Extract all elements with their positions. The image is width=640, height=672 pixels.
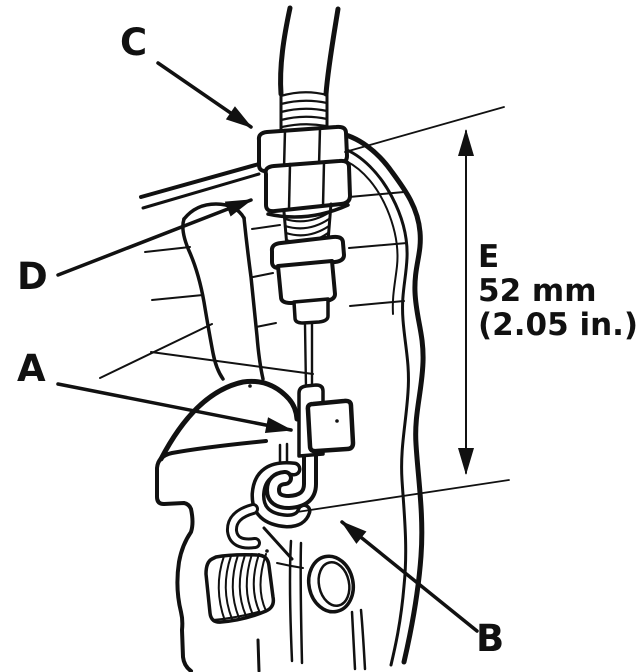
transmission-housing-lines [99, 191, 408, 379]
adjusting-nut [263, 158, 352, 214]
cable-end-block [305, 398, 356, 454]
housing-flange [288, 539, 367, 671]
dimension-extension-top [344, 106, 505, 153]
clutch-cable [278, 5, 341, 131]
leader-arrow-d [56, 198, 253, 277]
cable-adjuster [256, 124, 352, 325]
leader-arrows [56, 61, 479, 633]
cable-mounting-bracket [139, 130, 426, 667]
dimension-e [296, 106, 510, 513]
dimension-extension-bottom [296, 479, 510, 513]
callout-d: D [17, 255, 48, 298]
callout-c: C [120, 21, 148, 64]
callout-b: B [476, 617, 505, 660]
release-lever [155, 378, 312, 672]
leader-arrow-a [56, 382, 293, 434]
leader-arrow-c [156, 61, 253, 129]
leader-arrow-b [340, 520, 479, 633]
return-spring [204, 553, 276, 672]
dimension-imperial: (2.05 in.) [478, 307, 639, 343]
cable-end [248, 322, 356, 553]
dimension-metric: 52 mm [478, 273, 597, 309]
dimension-text: E 52 mm (2.05 in.) [478, 240, 638, 342]
locknut [256, 124, 349, 174]
callout-a: A [17, 347, 46, 390]
dimension-label: E [478, 239, 500, 275]
